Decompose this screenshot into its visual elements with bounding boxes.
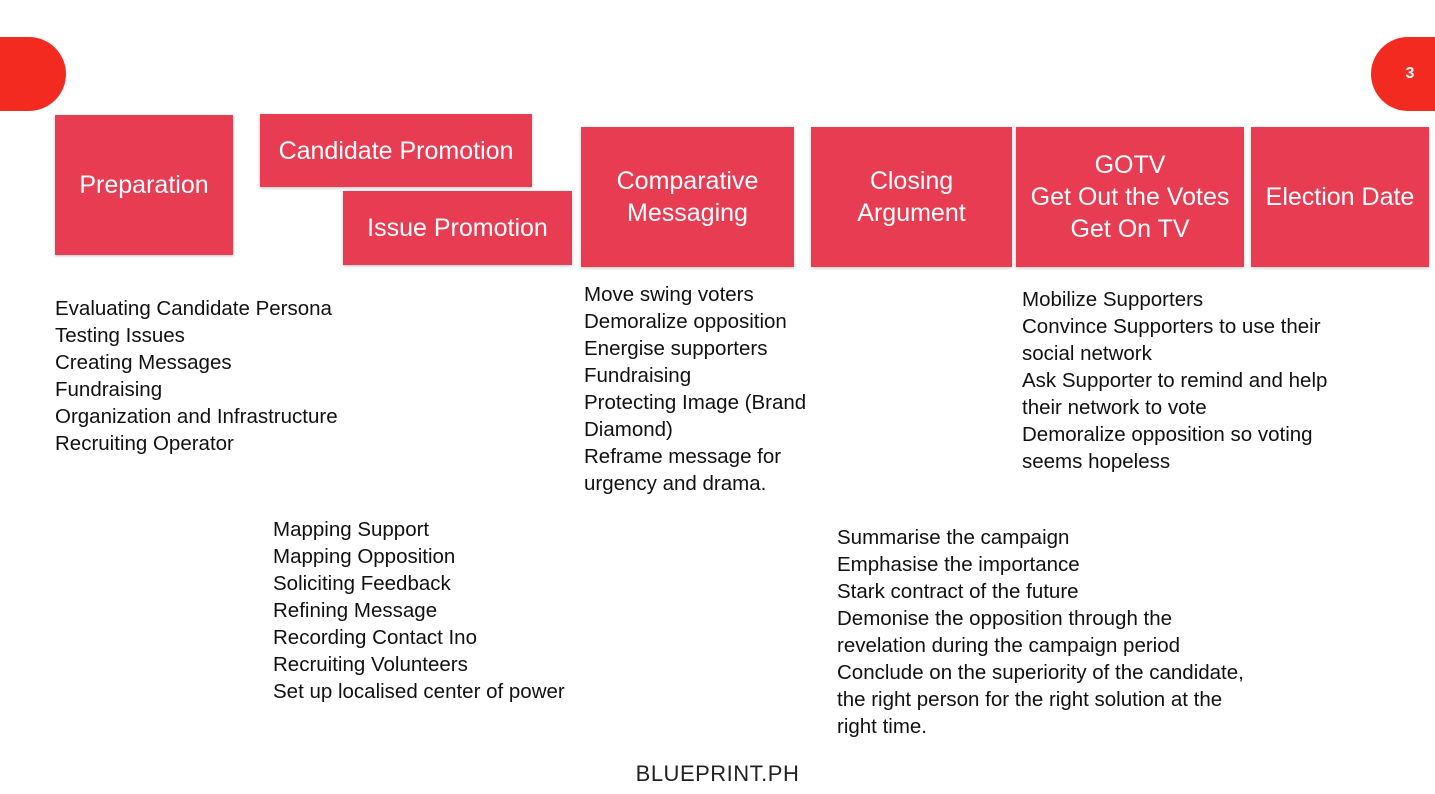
list-item: Demoralize opposition bbox=[584, 310, 787, 333]
phase-preparation: Preparation bbox=[55, 115, 233, 255]
list-item: Ask Supporter to remind and help bbox=[1022, 369, 1328, 392]
list-item: Protecting Image (Brand bbox=[584, 391, 807, 414]
phase-closing-argument: Closing Argument bbox=[811, 127, 1012, 267]
phase-closing-argument-line-1: Closing bbox=[869, 167, 954, 195]
list-item: Mobilize Supporters bbox=[1022, 288, 1204, 311]
phase-issue-promotion: Issue Promotion bbox=[343, 191, 572, 265]
list-item: their network to vote bbox=[1022, 396, 1207, 419]
page-number-tab bbox=[1371, 37, 1435, 111]
page-number: 3 bbox=[1405, 65, 1415, 82]
list-item: Recruiting Volunteers bbox=[273, 653, 468, 676]
gotv-activities: Mobilize Supporters Convince Supporters … bbox=[1022, 286, 1327, 475]
list-item: Soliciting Feedback bbox=[273, 572, 451, 595]
brand-footer: BLUEPRINT.PH bbox=[635, 761, 800, 786]
list-item: Convince Supporters to use their bbox=[1022, 315, 1321, 338]
list-item: Energise supporters bbox=[584, 337, 768, 360]
list-item: Mapping Opposition bbox=[273, 545, 456, 568]
phase-comparative-messaging-line-1: Comparative bbox=[616, 167, 759, 195]
list-item: the right person for the right solution … bbox=[837, 688, 1223, 711]
list-item: Creating Messages bbox=[55, 351, 232, 374]
list-item: right time. bbox=[837, 715, 927, 738]
list-item: Conclude on the superiority of the candi… bbox=[837, 661, 1244, 684]
comparative-messaging-activities: Move swing voters Demoralize opposition … bbox=[584, 281, 806, 497]
phase-gotv-line-1: GOTV bbox=[1094, 151, 1166, 179]
decorative-tab-left bbox=[0, 37, 66, 111]
list-item: revelation during the campaign period bbox=[837, 634, 1181, 657]
phase-issue-promotion-label: Issue Promotion bbox=[367, 214, 548, 242]
list-item: Reframe message for bbox=[584, 445, 782, 468]
closing-argument-activities: Summarise the campaign Emphasise the imp… bbox=[837, 524, 1244, 740]
list-item: Emphasise the importance bbox=[837, 553, 1080, 576]
phase-closing-argument-line-2: Argument bbox=[857, 199, 966, 227]
list-item: Fundraising bbox=[584, 364, 692, 387]
list-item: Recruiting Operator bbox=[55, 432, 234, 455]
phase-comparative-messaging-line-2: Messaging bbox=[627, 199, 748, 227]
list-item: Set up localised center of power bbox=[273, 680, 565, 703]
list-item: urgency and drama. bbox=[584, 472, 767, 495]
list-item: Stark contract of the future bbox=[837, 580, 1079, 603]
list-item: Demoralize opposition so voting bbox=[1022, 423, 1313, 446]
list-item: Evaluating Candidate Persona bbox=[55, 297, 332, 320]
list-item: Summarise the campaign bbox=[837, 526, 1070, 549]
list-item: seems hopeless bbox=[1022, 450, 1171, 473]
list-item: Move swing voters bbox=[584, 283, 754, 306]
phase-election-date-label: Election Date bbox=[1265, 183, 1415, 211]
list-item: Organization and Infrastructure bbox=[55, 405, 338, 428]
phase-election-date: Election Date bbox=[1251, 127, 1429, 267]
phase-gotv-line-2: Get Out the Votes bbox=[1030, 183, 1230, 211]
list-item: social network bbox=[1022, 342, 1152, 365]
phase-gotv-line-3: Get On TV bbox=[1070, 215, 1190, 243]
list-item: Fundraising bbox=[55, 378, 163, 401]
list-item: Refining Message bbox=[273, 599, 438, 622]
phase-candidate-promotion-label: Candidate Promotion bbox=[278, 136, 514, 165]
preparation-activities: Evaluating Candidate Persona Testing Iss… bbox=[55, 295, 338, 457]
list-item: Testing Issues bbox=[55, 324, 185, 347]
promotion-activities: Mapping Support Mapping Opposition Solic… bbox=[273, 516, 565, 705]
list-item: Demonise the opposition through the bbox=[837, 607, 1173, 630]
phase-candidate-promotion: Candidate Promotion bbox=[260, 114, 532, 187]
list-item: Diamond) bbox=[584, 418, 673, 441]
phase-comparative-messaging: Comparative Messaging bbox=[581, 127, 794, 267]
phase-preparation-label: Preparation bbox=[79, 171, 209, 199]
list-item: Mapping Support bbox=[273, 518, 430, 541]
phase-gotv: GOTV Get Out the Votes Get On TV bbox=[1016, 127, 1244, 267]
list-item: Recording Contact Ino bbox=[273, 626, 477, 649]
